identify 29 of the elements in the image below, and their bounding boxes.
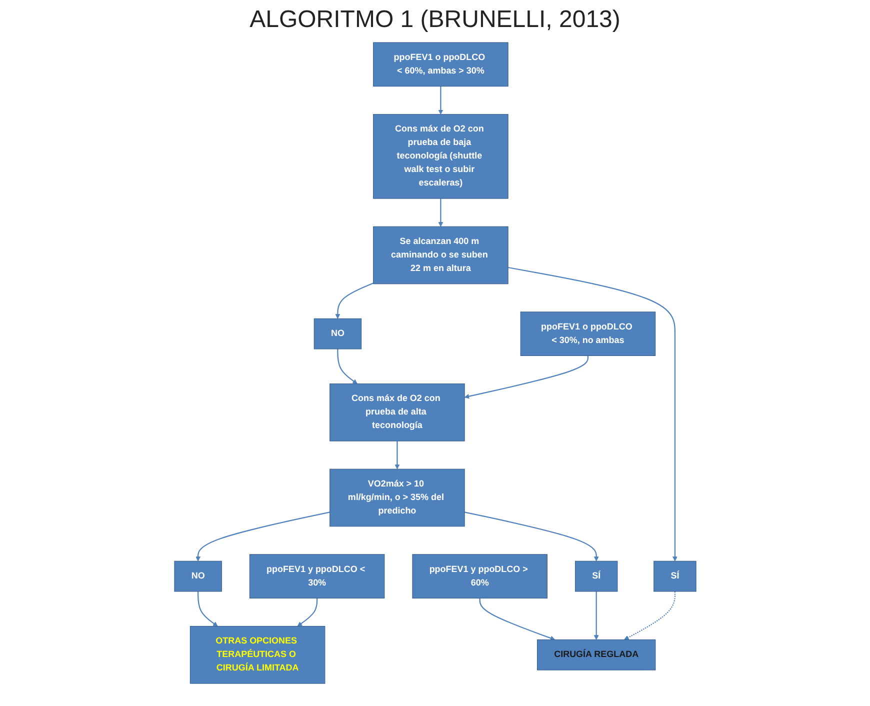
arrow	[479, 598, 555, 640]
arrow	[195, 512, 330, 562]
node-box: Cons máx de O2 con prueba de alta teconología	[329, 384, 465, 442]
node-box: ppoFEV1 o ppoDLCO < 30%, no ambas	[520, 312, 656, 356]
arrow	[334, 282, 374, 319]
node-box: Cons máx de O2 con prueba de baja teconología (shuttle walk test o subir escaleras)	[372, 114, 508, 199]
node-box: NO	[174, 560, 222, 592]
node-box: ppoFEV1 o ppoDLCO < 60%, ambas > 30%	[372, 42, 508, 87]
node-box: VO2máx > 10 ml/kg/min, o > 35% del predicho	[329, 468, 465, 527]
node-box: ppoFEV1 y ppoDLCO > 60%	[412, 554, 548, 598]
node-box: NO	[314, 318, 362, 350]
arrow	[394, 441, 400, 470]
node-box: CIRUGÍA REGLADA	[536, 639, 656, 670]
node-box: Se alcanzan 400 m caminando o se suben 22 m en altura	[372, 226, 508, 284]
arrow	[297, 598, 318, 626]
node-box: SÍ	[574, 560, 618, 592]
node-box: SÍ	[653, 560, 696, 592]
arrow	[336, 348, 358, 384]
arrow	[438, 198, 443, 227]
arrow	[594, 591, 599, 640]
arrow	[508, 266, 678, 562]
arrow	[464, 356, 588, 399]
arrow	[197, 591, 218, 626]
arrow	[464, 512, 599, 562]
diagram-title: ALGORITMO 1 (BRUNELLI, 2013)	[248, 6, 622, 34]
arrow	[624, 591, 676, 640]
node-box: OTRAS OPCIONES TERAPÉUTICAS O CIRUGÍA LIMITADA	[190, 626, 325, 684]
arrow	[438, 86, 443, 115]
node-box: ppoFEV1 y ppoDLCO < 30%	[249, 554, 384, 598]
